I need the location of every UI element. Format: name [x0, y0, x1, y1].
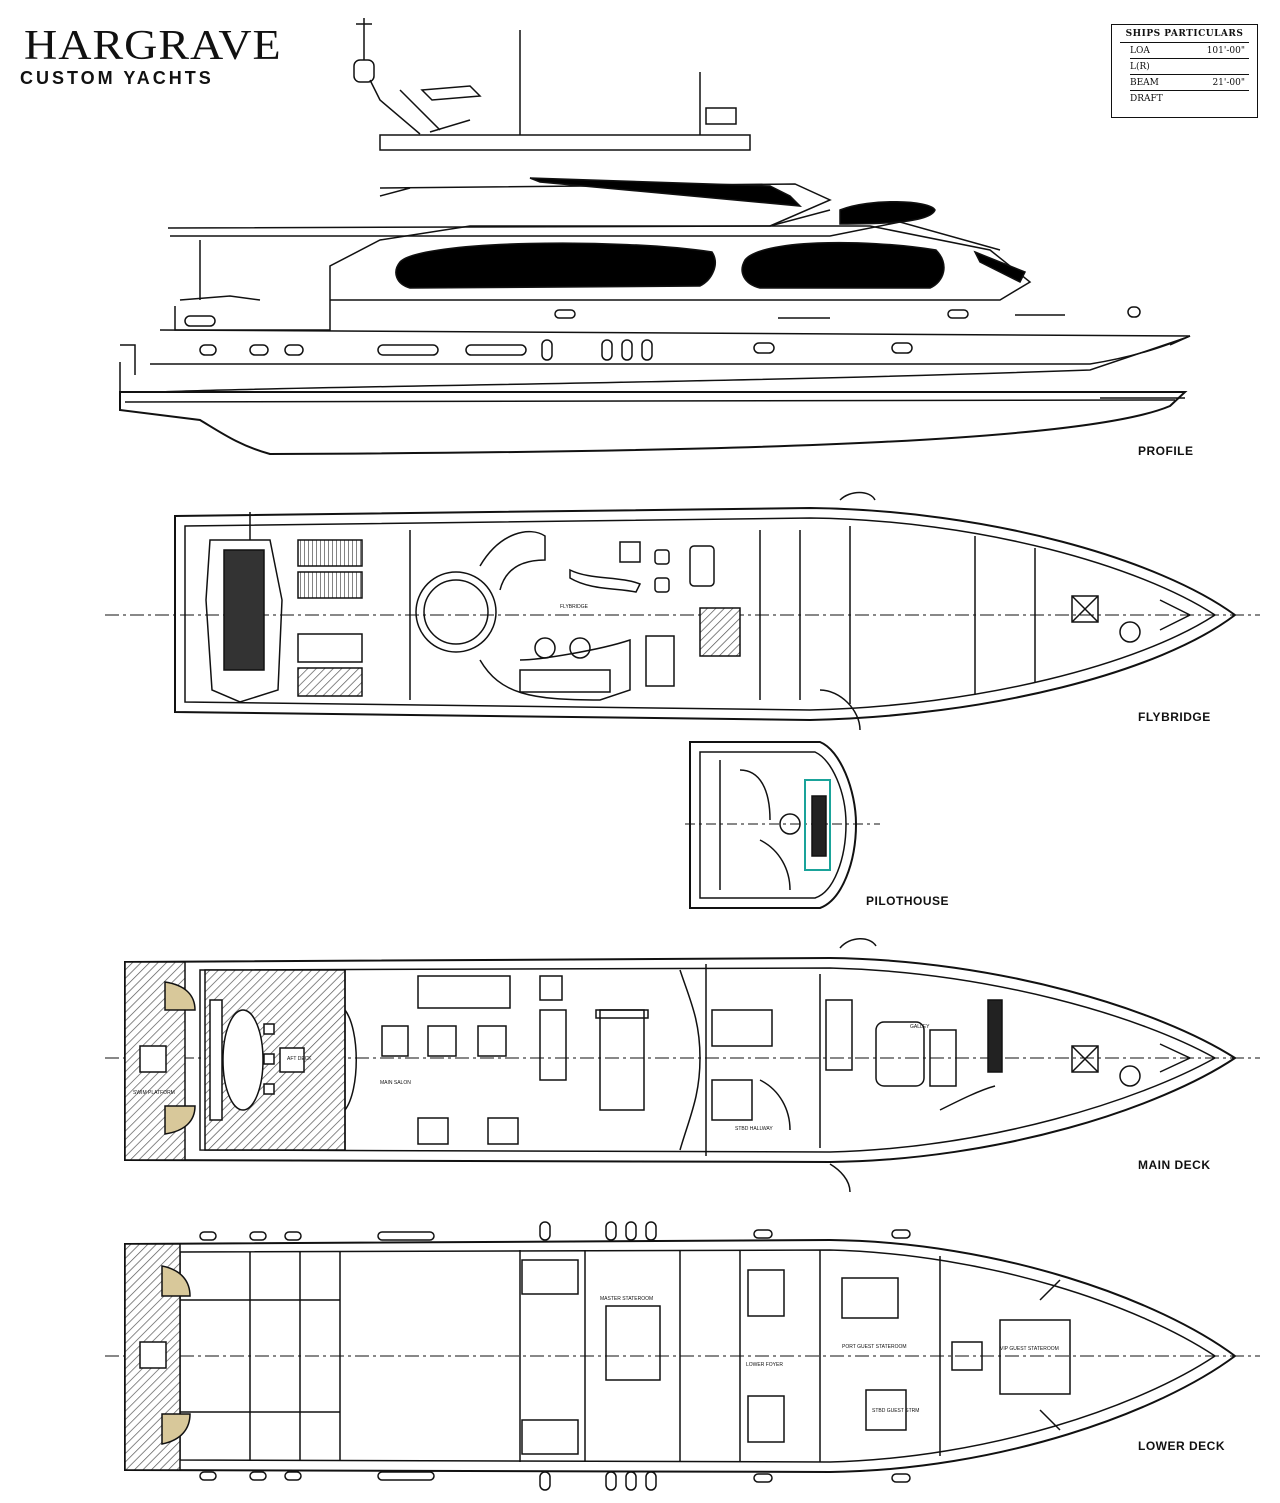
particulars-value: 101'-00"	[1206, 46, 1245, 56]
particulars-key: DRAFT	[1130, 94, 1163, 104]
room-label-port-guest: PORT GUEST STATEROOM	[842, 1344, 907, 1350]
logo-tagline: CUSTOM YACHTS	[20, 68, 214, 88]
lower-deck-view	[105, 1221, 1260, 1491]
room-label-master: MASTER STATEROOM	[600, 1296, 653, 1302]
particulars-value: 21'-00"	[1212, 78, 1245, 88]
room-label-vip-guest: VIP GUEST STATEROOM	[1000, 1346, 1059, 1352]
room-label-flybridge: FLYBRIDGE	[560, 604, 589, 610]
particulars-row: LOA 101'-00"	[1130, 43, 1249, 59]
particulars-row: L(R)	[1130, 59, 1249, 75]
room-label-lower-foyer: LOWER FOYER	[746, 1362, 783, 1368]
room-label-hallway: STBD HALLWAY	[735, 1126, 773, 1132]
logo-name: HARGRAVE	[24, 21, 282, 68]
room-label-galley: GALLEY	[910, 1024, 930, 1030]
particulars-row: DRAFT	[1130, 91, 1249, 106]
view-label-flybridge: FLYBRIDGE	[1138, 710, 1211, 724]
pilothouse-view	[685, 741, 880, 909]
profile-view	[119, 18, 1191, 456]
view-label-lower-deck: LOWER DECK	[1138, 1439, 1225, 1453]
particulars-key: BEAM	[1130, 78, 1159, 88]
particulars-key: L(R)	[1130, 62, 1150, 72]
flybridge-view	[105, 491, 1260, 731]
main-deck-view	[105, 938, 1260, 1193]
brand-logo: HARGRAVE CUSTOM YACHTS	[14, 18, 294, 88]
view-label-main-deck: MAIN DECK	[1138, 1158, 1211, 1172]
ship-particulars-table: SHIPS PARTICULARS LOA 101'-00" L(R) BEAM 2…	[1111, 24, 1258, 118]
room-label-aft-deck: AFT DECK	[287, 1056, 312, 1062]
particulars-row: BEAM 21'-00"	[1130, 75, 1249, 91]
room-label-swim-platform: SWIM PLATFORM	[133, 1090, 175, 1096]
particulars-title: SHIPS PARTICULARS	[1120, 25, 1249, 43]
room-label-stbd-guest: STBD GUEST STRM	[872, 1408, 919, 1414]
particulars-key: LOA	[1130, 46, 1150, 56]
room-label-main-salon: MAIN SALON	[380, 1080, 411, 1086]
view-label-profile: PROFILE	[1138, 444, 1194, 458]
view-label-pilothouse: PILOTHOUSE	[866, 894, 950, 908]
